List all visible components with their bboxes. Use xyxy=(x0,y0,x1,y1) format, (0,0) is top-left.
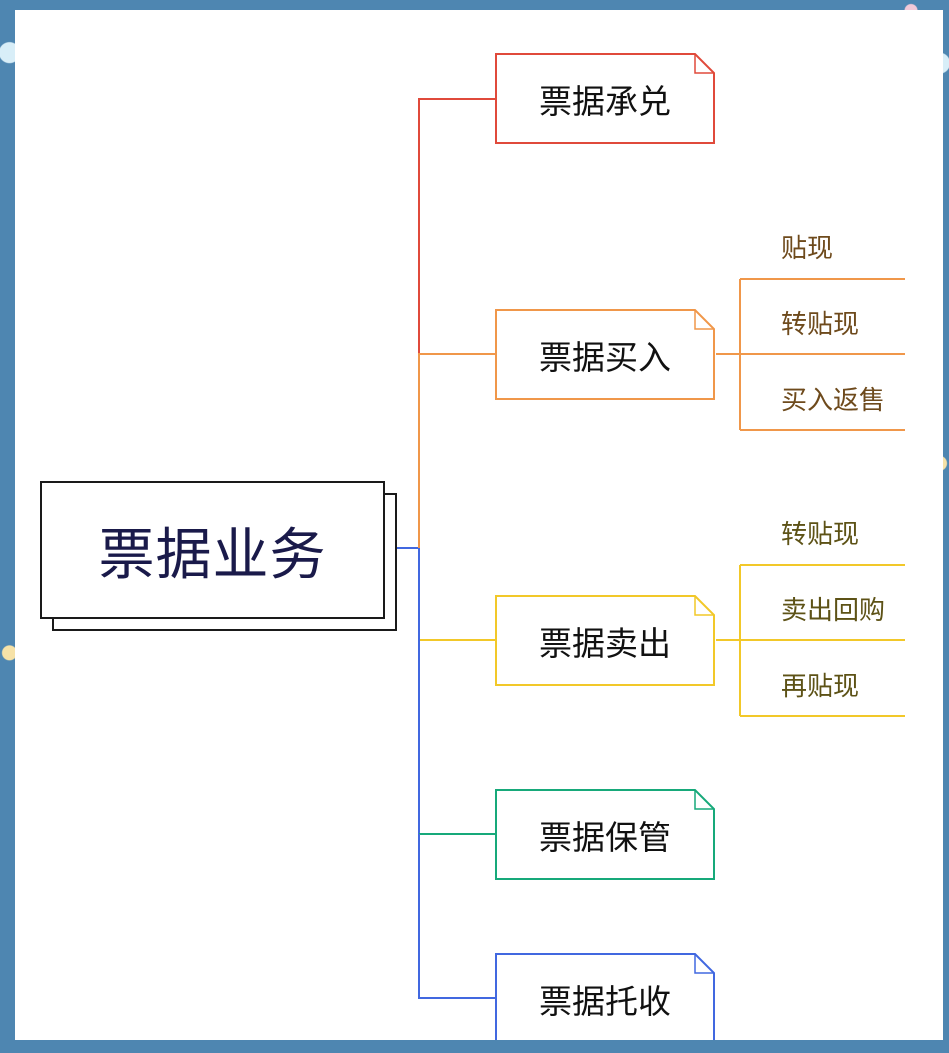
branch-frame-custody xyxy=(495,789,715,880)
connector-lines xyxy=(383,98,905,999)
branch-label-collection: 票据托收 xyxy=(539,981,671,1021)
branch-label-acceptance: 票据承兑 xyxy=(539,81,671,121)
trunk-purchase xyxy=(418,353,496,548)
leaf-purchase-rediscount[interactable]: 转贴现 xyxy=(781,310,860,340)
branch-label-sale: 票据卖出 xyxy=(539,623,671,663)
branch-node-collection[interactable]: 票据托收 xyxy=(495,953,715,1040)
root-label: 票据业务 xyxy=(98,522,327,588)
trunk-acceptance xyxy=(418,98,496,354)
branch-label-purchase: 票据买入 xyxy=(539,337,671,377)
branch-node-acceptance[interactable]: 票据承兑 xyxy=(495,53,715,144)
branch-frame-sale xyxy=(495,595,715,686)
trunk-custody xyxy=(418,548,496,835)
branch-node-sale[interactable]: 票据卖出 xyxy=(495,595,715,686)
sale-children-lines xyxy=(716,564,905,717)
branch-node-custody[interactable]: 票据保管 xyxy=(495,789,715,880)
branch-node-purchase[interactable]: 票据买入 xyxy=(495,309,715,400)
branch-frame-acceptance xyxy=(495,53,715,144)
leaf-purchase-discount[interactable]: 贴现 xyxy=(781,234,834,264)
root-node[interactable]: 票据业务 xyxy=(40,481,385,619)
purchase-children-lines xyxy=(716,278,905,431)
branch-frame-purchase xyxy=(495,309,715,400)
leaf-sale-central-rediscount[interactable]: 再贴现 xyxy=(781,672,860,702)
leaf-sale-repo[interactable]: 卖出回购 xyxy=(781,596,886,626)
branch-frame-collection xyxy=(495,953,715,1040)
diagram-canvas: 票据业务 票据承兑 票据买入 票据卖出 票据保管 xyxy=(15,10,943,1040)
leaf-sale-rediscount[interactable]: 转贴现 xyxy=(781,520,860,550)
branch-label-custody: 票据保管 xyxy=(539,817,671,857)
trunk-collection xyxy=(418,834,496,999)
leaf-purchase-reverse-repo[interactable]: 买入返售 xyxy=(781,386,886,416)
